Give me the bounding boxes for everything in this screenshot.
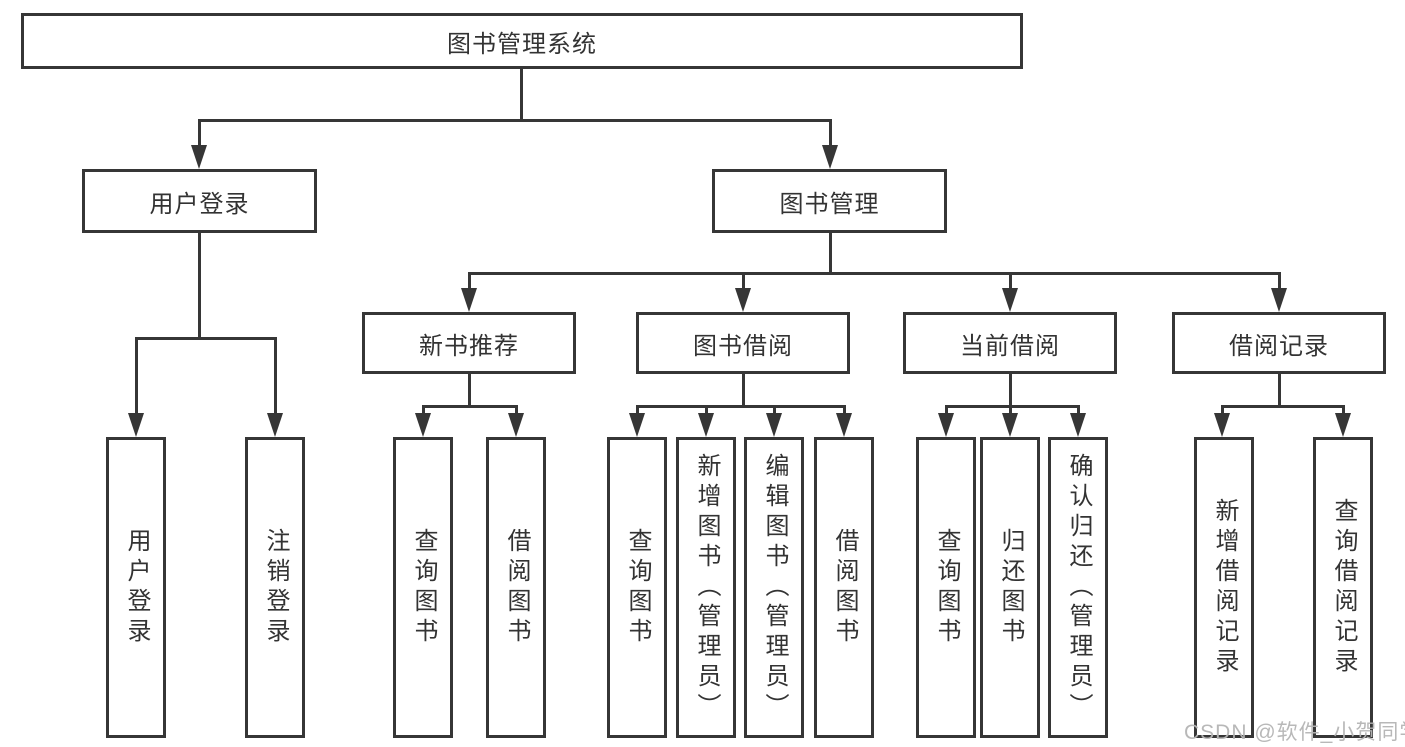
node-label: 确认归还（管理员）: [1065, 452, 1092, 723]
leaf-query-books-recommend: 查询图书: [393, 437, 453, 738]
node-label: 借阅记录: [1229, 332, 1329, 360]
arrowhead-down: [735, 288, 751, 312]
arrowhead-down: [415, 413, 431, 437]
arrowhead-down: [698, 413, 714, 437]
node-new-book-recommend: 新书推荐: [362, 312, 576, 374]
connector-line: [1278, 374, 1281, 408]
connector-line: [520, 69, 523, 121]
node-label: 新书推荐: [419, 332, 519, 360]
connector-line: [1221, 405, 1345, 408]
connector-line: [135, 337, 138, 413]
connector-line: [274, 337, 277, 413]
leaf-query-books-borrowing: 查询图书: [607, 437, 667, 738]
node-label: 借阅图书: [503, 527, 530, 648]
connector-line: [1342, 405, 1345, 415]
arrowhead-down: [1214, 413, 1230, 437]
csdn-watermark: CSDN @软件_小贺同学: [1184, 721, 1405, 744]
node-label: 图书管理: [779, 190, 880, 218]
arrowhead-down: [191, 145, 207, 169]
connector-line: [515, 405, 518, 415]
connector-line: [198, 119, 832, 122]
node-label: 查询图书: [410, 527, 437, 648]
arrowhead-down: [1002, 413, 1018, 437]
node-book-management: 图书管理: [712, 169, 947, 233]
node-user-login: 用户登录: [82, 169, 317, 233]
leaf-return-books: 归还图书: [980, 437, 1040, 738]
node-borrow-records: 借阅记录: [1172, 312, 1386, 374]
connector-line: [742, 374, 745, 408]
node-label: 借阅图书: [831, 527, 858, 648]
leaf-query-books-current: 查询图书: [916, 437, 976, 738]
leaf-logout: 注销登录: [245, 437, 305, 738]
connector-line: [829, 119, 832, 147]
connector-line: [945, 405, 948, 415]
connector-line: [1077, 405, 1080, 415]
connector-line: [1278, 272, 1281, 290]
connector-line: [422, 405, 518, 408]
node-current-borrowing: 当前借阅: [903, 312, 1117, 374]
arrowhead-down: [1002, 288, 1018, 312]
node-label: 新增图书（管理员）: [693, 452, 720, 723]
connector-line: [829, 233, 832, 275]
leaf-add-books-admin: 新增图书（管理员）: [676, 437, 736, 738]
arrowhead-down: [766, 413, 782, 437]
leaf-borrow-books: 借阅图书: [814, 437, 874, 738]
leaf-add-borrow-record: 新增借阅记录: [1194, 437, 1254, 738]
arrowhead-down: [629, 413, 645, 437]
connector-line: [1009, 405, 1012, 415]
connector-line: [1009, 272, 1012, 290]
node-label: 注销登录: [262, 527, 289, 648]
connector-line: [636, 405, 846, 408]
connector-line: [773, 405, 776, 415]
connector-line: [636, 405, 639, 415]
arrowhead-down: [1335, 413, 1351, 437]
node-label: 新增借阅记录: [1211, 497, 1238, 678]
leaf-query-borrow-record: 查询借阅记录: [1313, 437, 1373, 738]
node-label: 用户登录: [123, 527, 150, 648]
arrowhead-down: [822, 145, 838, 169]
connector-line: [742, 272, 745, 290]
connector-line: [1009, 374, 1012, 408]
node-label: 归还图书: [997, 527, 1024, 648]
connector-line: [945, 405, 1080, 408]
arrowhead-down: [128, 413, 144, 437]
arrowhead-down: [267, 413, 283, 437]
connector-line: [1221, 405, 1224, 415]
node-label: 查询图书: [624, 527, 651, 648]
connector-line: [468, 374, 471, 408]
connector-line: [468, 272, 471, 290]
connector-line: [135, 337, 277, 340]
connector-line: [422, 405, 425, 415]
node-label: 查询图书: [933, 527, 960, 648]
node-label: 当前借阅: [960, 332, 1060, 360]
connector-line: [705, 405, 708, 415]
leaf-edit-books-admin: 编辑图书（管理员）: [744, 437, 804, 738]
connector-line: [198, 119, 201, 147]
arrowhead-down: [1271, 288, 1287, 312]
node-book-borrowing: 图书借阅: [636, 312, 850, 374]
connector-line: [843, 405, 846, 415]
node-label: 编辑图书（管理员）: [761, 452, 788, 723]
node-label: 查询借阅记录: [1330, 497, 1357, 678]
arrowhead-down: [508, 413, 524, 437]
connector-line: [198, 233, 201, 337]
arrowhead-down: [461, 288, 477, 312]
arrowhead-down: [836, 413, 852, 437]
connector-line: [468, 272, 1281, 275]
node-root: 图书管理系统: [21, 13, 1023, 69]
arrowhead-down: [938, 413, 954, 437]
node-label: 用户登录: [149, 190, 250, 218]
node-label: 图书借阅: [693, 332, 793, 360]
node-label: 图书管理系统: [447, 30, 597, 58]
leaf-confirm-return-admin: 确认归还（管理员）: [1048, 437, 1108, 738]
arrowhead-down: [1070, 413, 1086, 437]
leaf-user-login: 用户登录: [106, 437, 166, 738]
leaf-borrow-books-recommend: 借阅图书: [486, 437, 546, 738]
